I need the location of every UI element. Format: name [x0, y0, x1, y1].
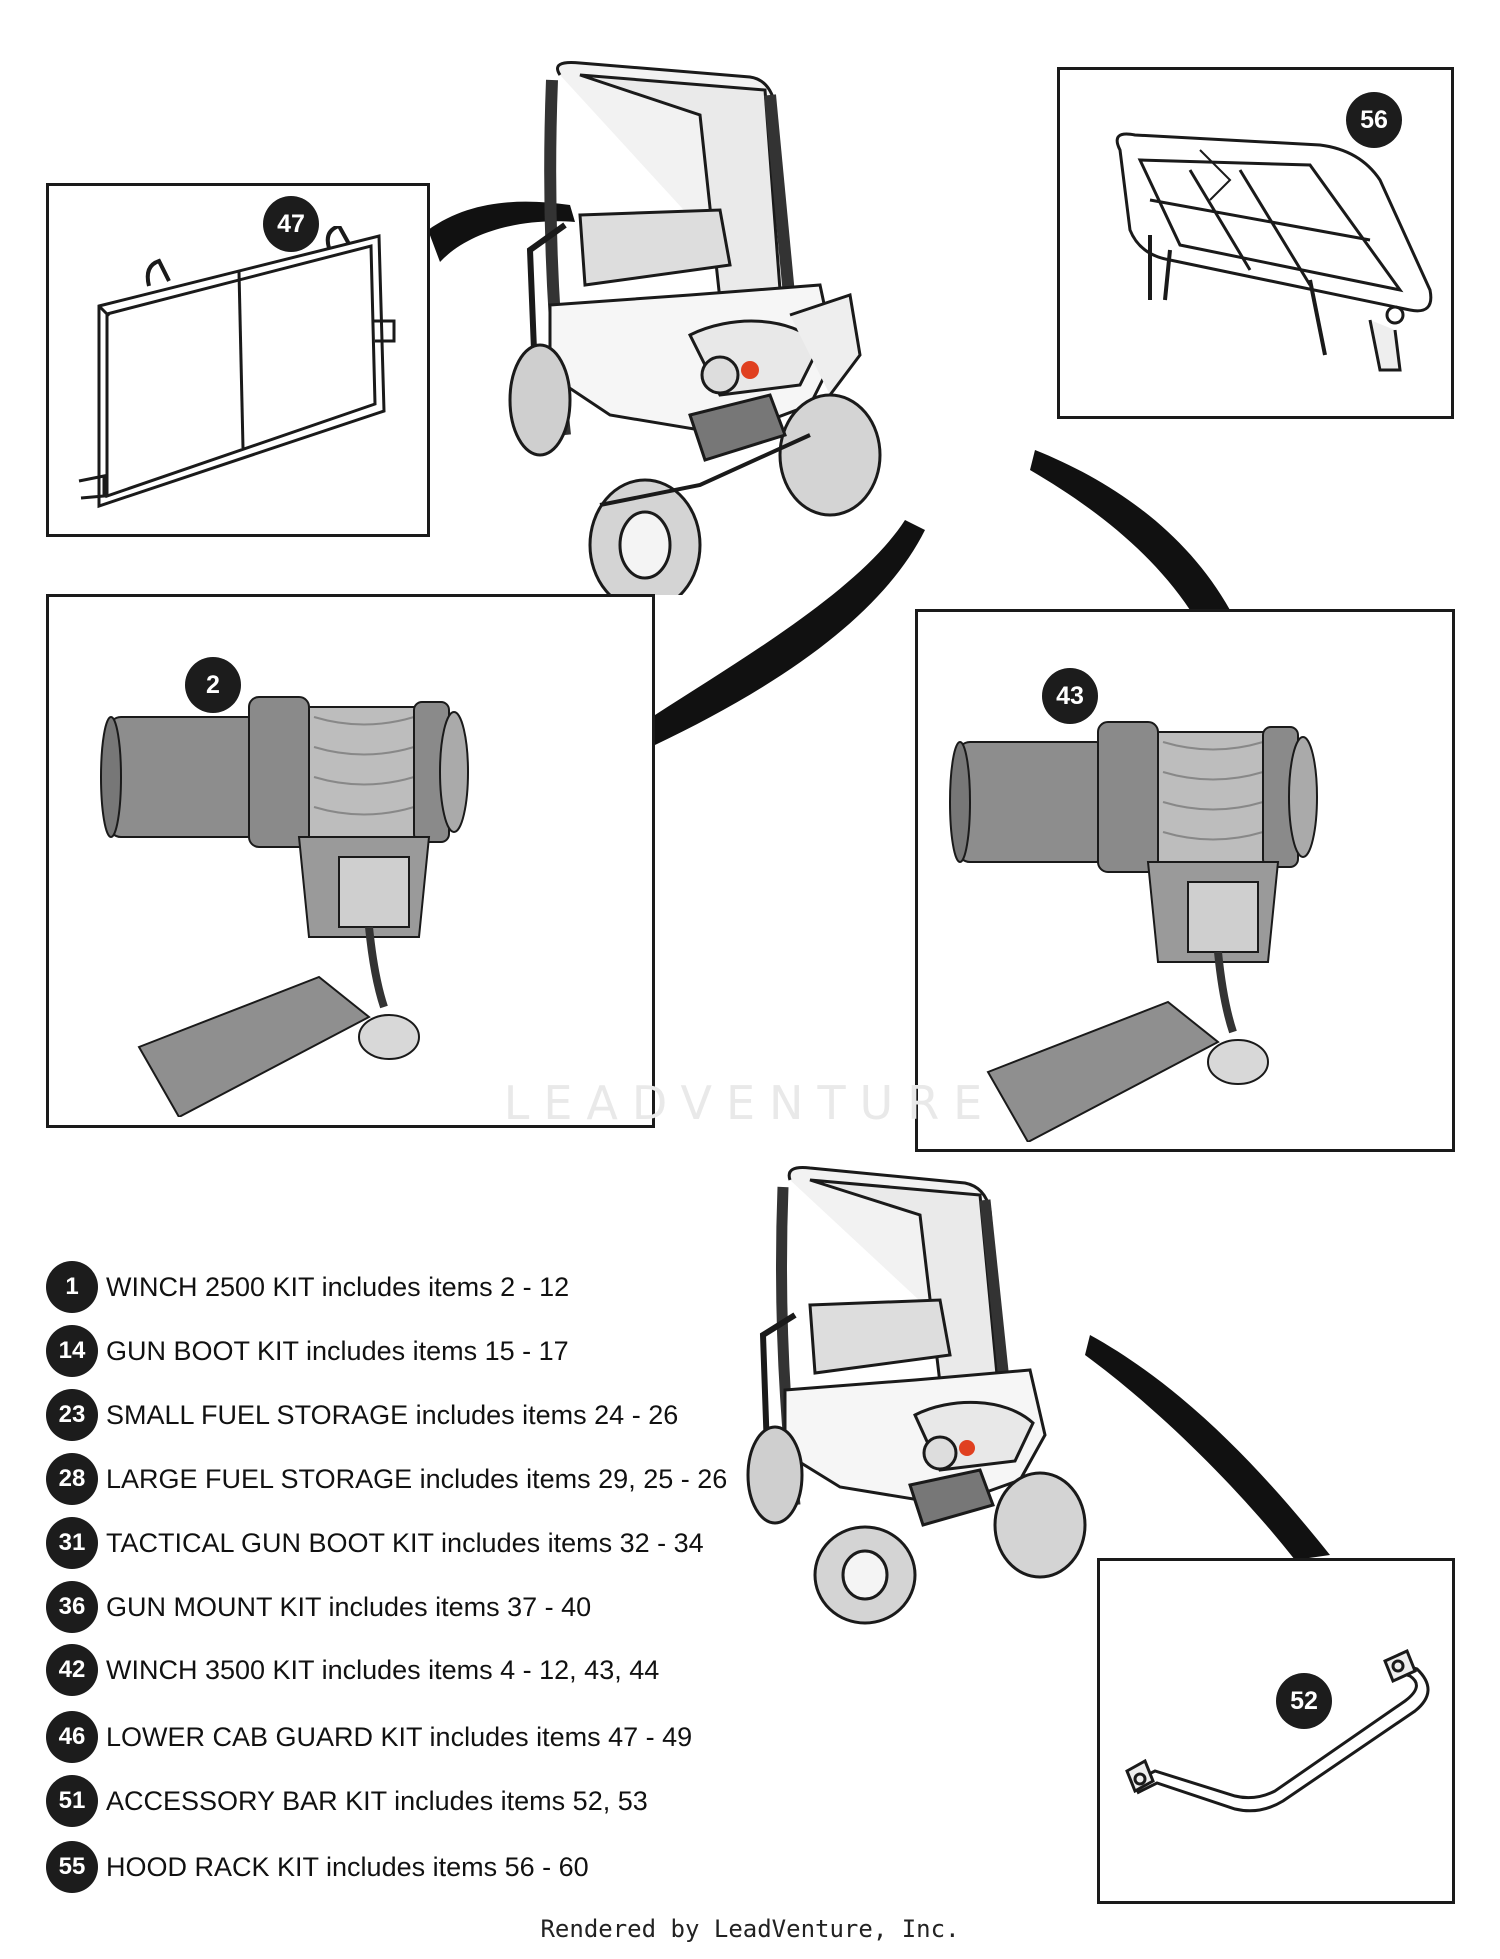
legend-description: HOOD RACK KIT includes items 56 - 60 — [106, 1851, 589, 1882]
cab-guard-drawing — [78, 226, 396, 509]
legend-description: TACTICAL GUN BOOT KIT includes items 32 … — [106, 1527, 704, 1558]
hood-rack-drawing — [1115, 132, 1433, 372]
callout-56: 56 — [1346, 92, 1402, 148]
legend-item: 36 GUN MOUNT KIT includes items 37 - 40 — [46, 1578, 591, 1636]
legend-number: 36 — [46, 1581, 98, 1633]
legend-item: 14 GUN BOOT KIT includes items 15 - 17 — [46, 1322, 569, 1380]
legend-number: 51 — [46, 1775, 98, 1827]
legend-number: 55 — [46, 1841, 98, 1893]
panel-hood-rack: 56 — [1057, 67, 1454, 419]
panel-winch-2500: 2 — [46, 594, 655, 1128]
legend-number: 28 — [46, 1453, 98, 1505]
callout-2: 2 — [185, 657, 241, 713]
legend-description: WINCH 2500 KIT includes items 2 - 12 — [106, 1271, 570, 1302]
panel-winch-3500: 43 — [915, 609, 1455, 1152]
footer-credit: Rendered by LeadVenture, Inc. — [540, 1915, 960, 1943]
legend-description: LARGE FUEL STORAGE includes items 29, 25… — [106, 1463, 728, 1494]
legend-number: 31 — [46, 1517, 98, 1569]
legend-number: 23 — [46, 1389, 98, 1441]
legend-number: 42 — [46, 1644, 98, 1696]
panel-cab-guard: 47 — [46, 183, 430, 537]
legend-description: ACCESSORY BAR KIT includes items 52, 53 — [106, 1785, 648, 1816]
winch-3500-drawing — [949, 721, 1318, 1142]
swoosh-to-cab-guard — [428, 201, 575, 262]
legend-number: 1 — [46, 1261, 98, 1313]
accessory-bar-drawing — [1125, 1648, 1430, 1813]
legend-item: 55 HOOD RACK KIT includes items 56 - 60 — [46, 1838, 589, 1896]
swoosh-to-accessory-bar — [1085, 1335, 1330, 1560]
legend-item: 23 SMALL FUEL STORAGE includes items 24 … — [46, 1386, 678, 1444]
legend-item: 51 ACCESSORY BAR KIT includes items 52, … — [46, 1772, 648, 1830]
legend-description: SMALL FUEL STORAGE includes items 24 - 2… — [106, 1399, 679, 1430]
panel-accessory-bar: 52 — [1097, 1558, 1455, 1904]
legend-item: 1 WINCH 2500 KIT includes items 2 - 12 — [46, 1258, 569, 1316]
utility-vehicle-top — [508, 61, 882, 595]
callout-43: 43 — [1042, 668, 1098, 724]
legend-number: 46 — [46, 1711, 98, 1763]
legend-description: GUN BOOT KIT includes items 15 - 17 — [106, 1335, 569, 1366]
legend-item: 31 TACTICAL GUN BOOT KIT includes items … — [46, 1514, 704, 1572]
legend-description: GUN MOUNT KIT includes items 37 - 40 — [106, 1591, 592, 1622]
callout-52: 52 — [1276, 1673, 1332, 1729]
utility-vehicle-bottom — [746, 1166, 1087, 1625]
swoosh-to-winch-3500 — [1030, 450, 1230, 610]
swoosh-to-winch-2500 — [655, 520, 925, 745]
legend-item: 46 LOWER CAB GUARD KIT includes items 47… — [46, 1708, 692, 1766]
legend-number: 14 — [46, 1325, 98, 1377]
legend-item: 42 WINCH 3500 KIT includes items 4 - 12,… — [46, 1641, 659, 1699]
legend-description: LOWER CAB GUARD KIT includes items 47 - … — [106, 1721, 693, 1752]
winch-2500-drawing — [100, 696, 469, 1117]
legend-description: WINCH 3500 KIT includes items 4 - 12, 43… — [106, 1654, 660, 1685]
legend-item: 28 LARGE FUEL STORAGE includes items 29,… — [46, 1450, 727, 1508]
callout-47: 47 — [263, 196, 319, 252]
watermark: LEADVENTURE — [503, 1076, 997, 1130]
